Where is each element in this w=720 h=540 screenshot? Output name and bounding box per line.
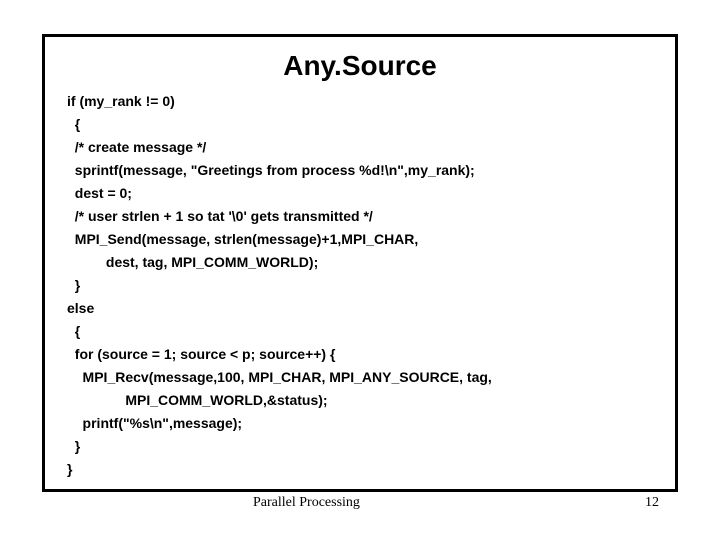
code-line: }	[67, 461, 73, 477]
code-block: if (my_rank != 0) { /* create message */…	[67, 90, 492, 481]
code-line: dest, tag, MPI_COMM_WORLD);	[67, 254, 319, 270]
code-line: }	[67, 438, 81, 454]
slide-frame: Any.Source if (my_rank != 0) { /* create…	[42, 34, 678, 492]
code-line: MPI_Send(message, strlen(message)+1,MPI_…	[67, 231, 419, 247]
code-line: /* create message */	[67, 139, 207, 155]
code-line: printf("%s\n",message);	[67, 415, 243, 431]
code-line: MPI_Recv(message,100, MPI_CHAR, MPI_ANY_…	[67, 369, 492, 385]
code-line: else	[67, 300, 95, 316]
footer-caption: Parallel Processing	[253, 495, 360, 510]
page-number: 12	[645, 495, 659, 510]
code-line: if (my_rank != 0)	[67, 93, 175, 109]
code-line: /* user strlen + 1 so tat '\0' gets tran…	[67, 208, 373, 224]
code-line: dest = 0;	[67, 185, 132, 201]
code-line: {	[67, 116, 81, 132]
code-line: for (source = 1; source < p; source++) {	[67, 346, 336, 362]
code-line: {	[67, 323, 81, 339]
slide-title: Any.Source	[283, 50, 437, 81]
code-line: sprintf(message, "Greetings from process…	[67, 162, 475, 178]
code-line: }	[67, 277, 81, 293]
code-line: MPI_COMM_WORLD,&status);	[67, 392, 328, 408]
